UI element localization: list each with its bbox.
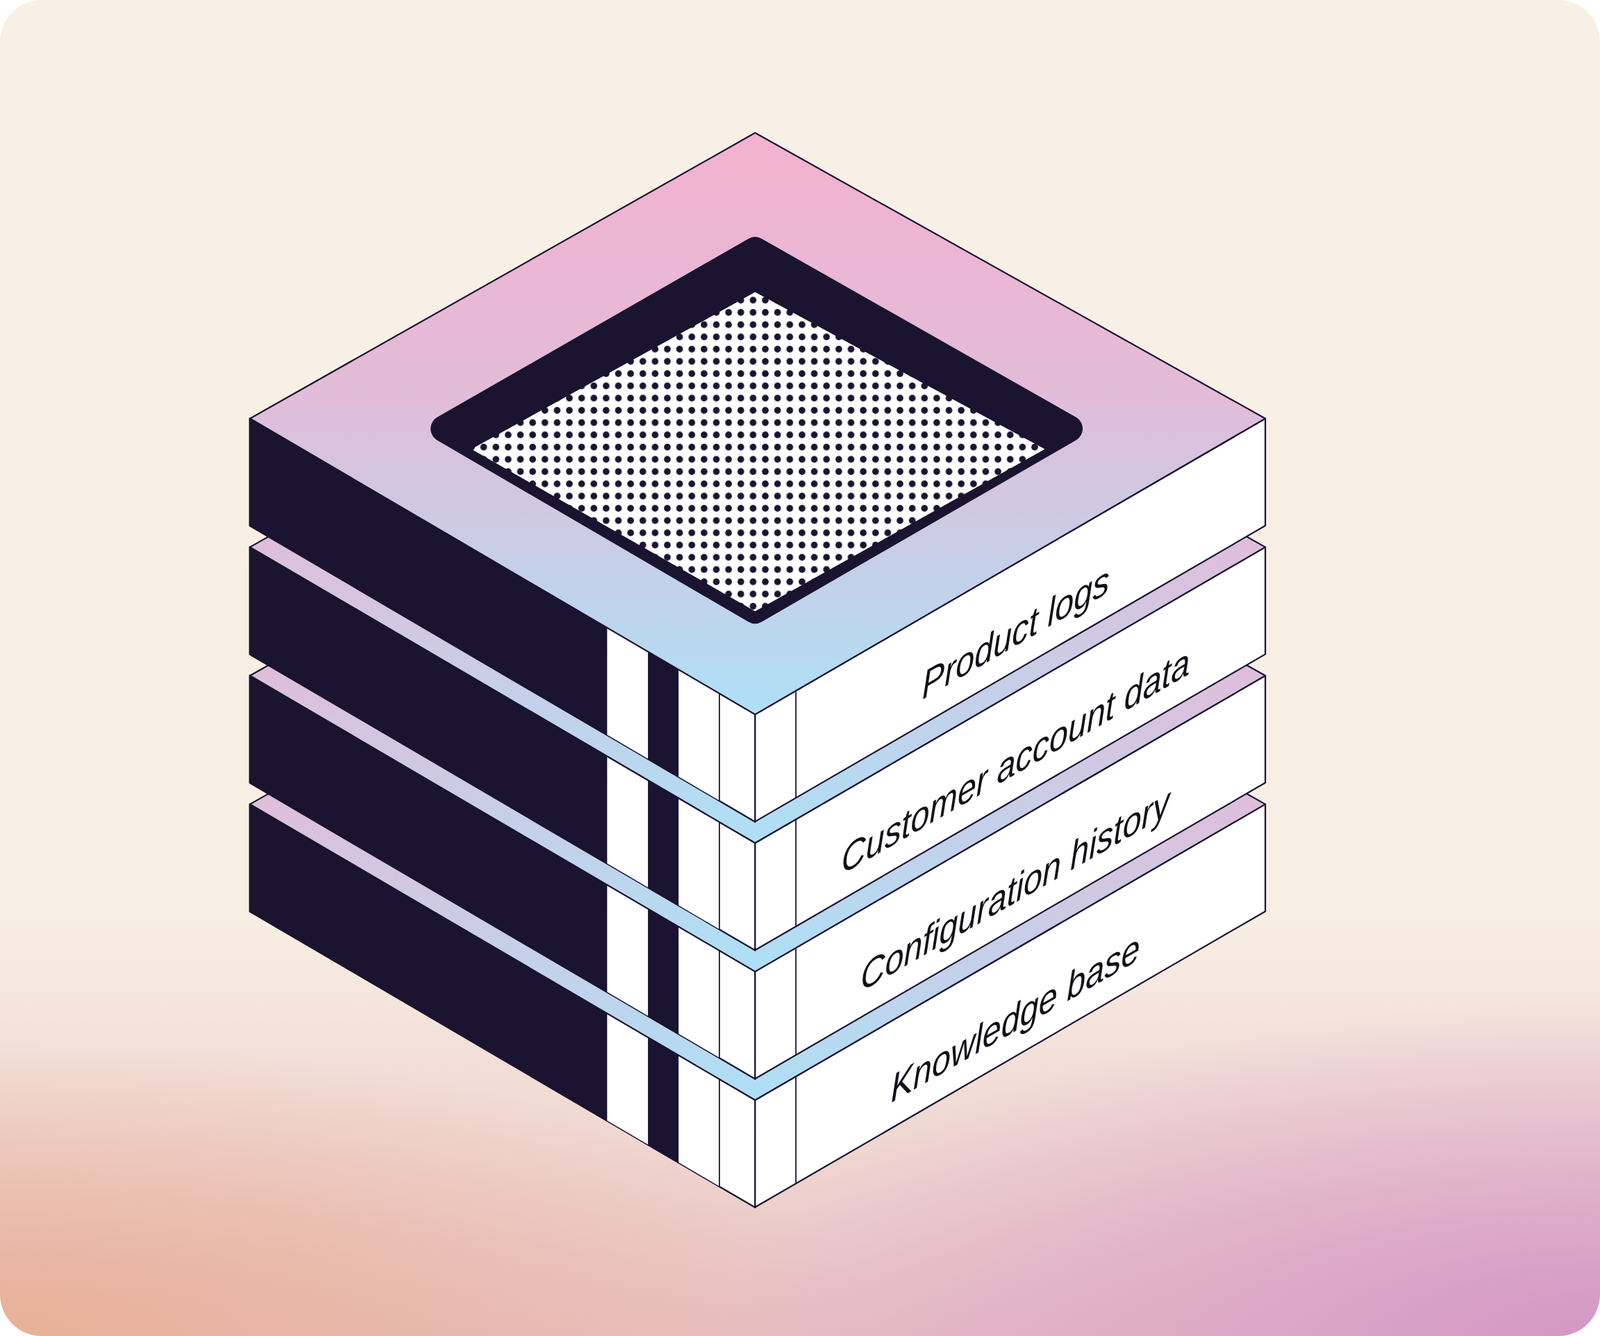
layer-label: Product logs bbox=[921, 556, 1110, 710]
layer-label-box: Product logs bbox=[915, 550, 1116, 716]
layer-label: Customer account data bbox=[840, 638, 1189, 885]
layer-label-box: Customer account data bbox=[835, 631, 1196, 891]
